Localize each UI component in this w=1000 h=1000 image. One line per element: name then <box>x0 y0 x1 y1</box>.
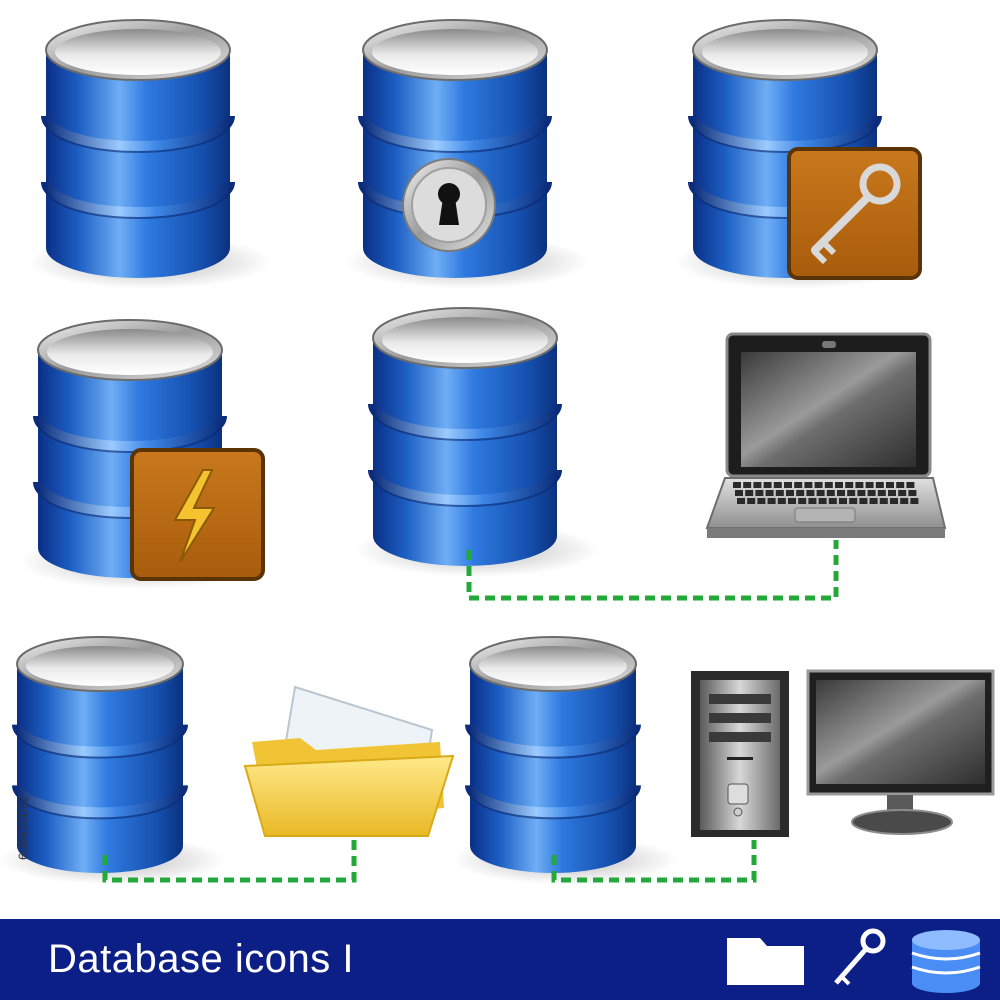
lightning-badge-icon <box>130 448 265 581</box>
keyhole-lock-icon <box>402 158 496 252</box>
laptop-icon <box>705 332 947 538</box>
keyboard-key <box>847 490 856 496</box>
footer-icons <box>727 928 981 993</box>
folder-icon <box>727 938 804 985</box>
database-cylinder <box>0 636 225 885</box>
keyboard-key <box>824 482 833 488</box>
keyboard-key <box>896 482 905 488</box>
keyboard-key <box>796 490 805 496</box>
keyboard-key <box>763 482 772 488</box>
database-cylinder <box>28 19 272 289</box>
keyboard-key <box>786 490 794 496</box>
keyboard-key <box>877 490 886 496</box>
keyboard-key <box>869 498 878 504</box>
key-badge-icon <box>787 147 922 280</box>
keyboard-key <box>753 482 762 488</box>
keyboard-key <box>888 490 896 496</box>
keyboard-key <box>859 498 868 504</box>
keyboard-key <box>908 490 917 496</box>
keyboard-key <box>826 490 835 496</box>
database-icon <box>911 930 981 993</box>
keyboard-key <box>733 482 741 488</box>
keyboard-key <box>818 498 827 504</box>
keyboard-key <box>839 498 847 504</box>
keyboard-key <box>857 490 866 496</box>
keyboard-key <box>814 482 823 488</box>
footer-title: Database icons I <box>48 937 354 981</box>
keyboard-key <box>804 482 813 488</box>
keyboard-key <box>890 498 898 504</box>
database-cylinder <box>345 19 589 289</box>
keyboard-key <box>898 490 907 496</box>
keyboard-key <box>735 490 743 496</box>
keyboard-key <box>745 490 754 496</box>
connector-lines <box>102 540 839 883</box>
keyboard-key <box>837 490 845 496</box>
keyboard-key <box>767 498 776 504</box>
folder-icon <box>243 685 455 837</box>
keyboard-key <box>906 482 915 488</box>
keyboard-key <box>910 498 919 504</box>
keyboard-key <box>775 490 784 496</box>
keyboard-key <box>757 498 766 504</box>
keyboard-key <box>816 490 825 496</box>
keyboard-key <box>777 498 786 504</box>
keyboard-key <box>865 482 874 488</box>
keyboard-key <box>743 482 752 488</box>
keyboard-key <box>808 498 817 504</box>
stock-id-text: 608620092 <box>15 794 31 861</box>
keyboard-key <box>828 498 837 504</box>
keyboard-key <box>737 498 745 504</box>
keyboard-key <box>773 482 782 488</box>
keyboard-key <box>849 498 858 504</box>
keyboard-key <box>794 482 803 488</box>
keyboard-key <box>845 482 854 488</box>
keyboard-key <box>788 498 796 504</box>
keyboard-key <box>806 490 815 496</box>
database-cylinder <box>355 307 599 577</box>
monitor-icon <box>806 669 995 835</box>
keyboard-key <box>867 490 876 496</box>
database-cylinder <box>452 636 678 885</box>
keyboard-key <box>886 482 894 488</box>
keyboard-key <box>900 498 909 504</box>
keyboard-key <box>765 490 774 496</box>
keyboard-key <box>747 498 756 504</box>
keyboard-key <box>784 482 792 488</box>
keyboard-key <box>875 482 884 488</box>
keyboard-key <box>798 498 807 504</box>
key-icon <box>834 928 886 986</box>
keyboard-key <box>835 482 843 488</box>
keyboard-key <box>855 482 864 488</box>
desktop-tower-icon <box>691 671 789 837</box>
keyboard-key <box>755 490 764 496</box>
keyboard-key <box>879 498 888 504</box>
footer-bar <box>0 919 1000 1000</box>
